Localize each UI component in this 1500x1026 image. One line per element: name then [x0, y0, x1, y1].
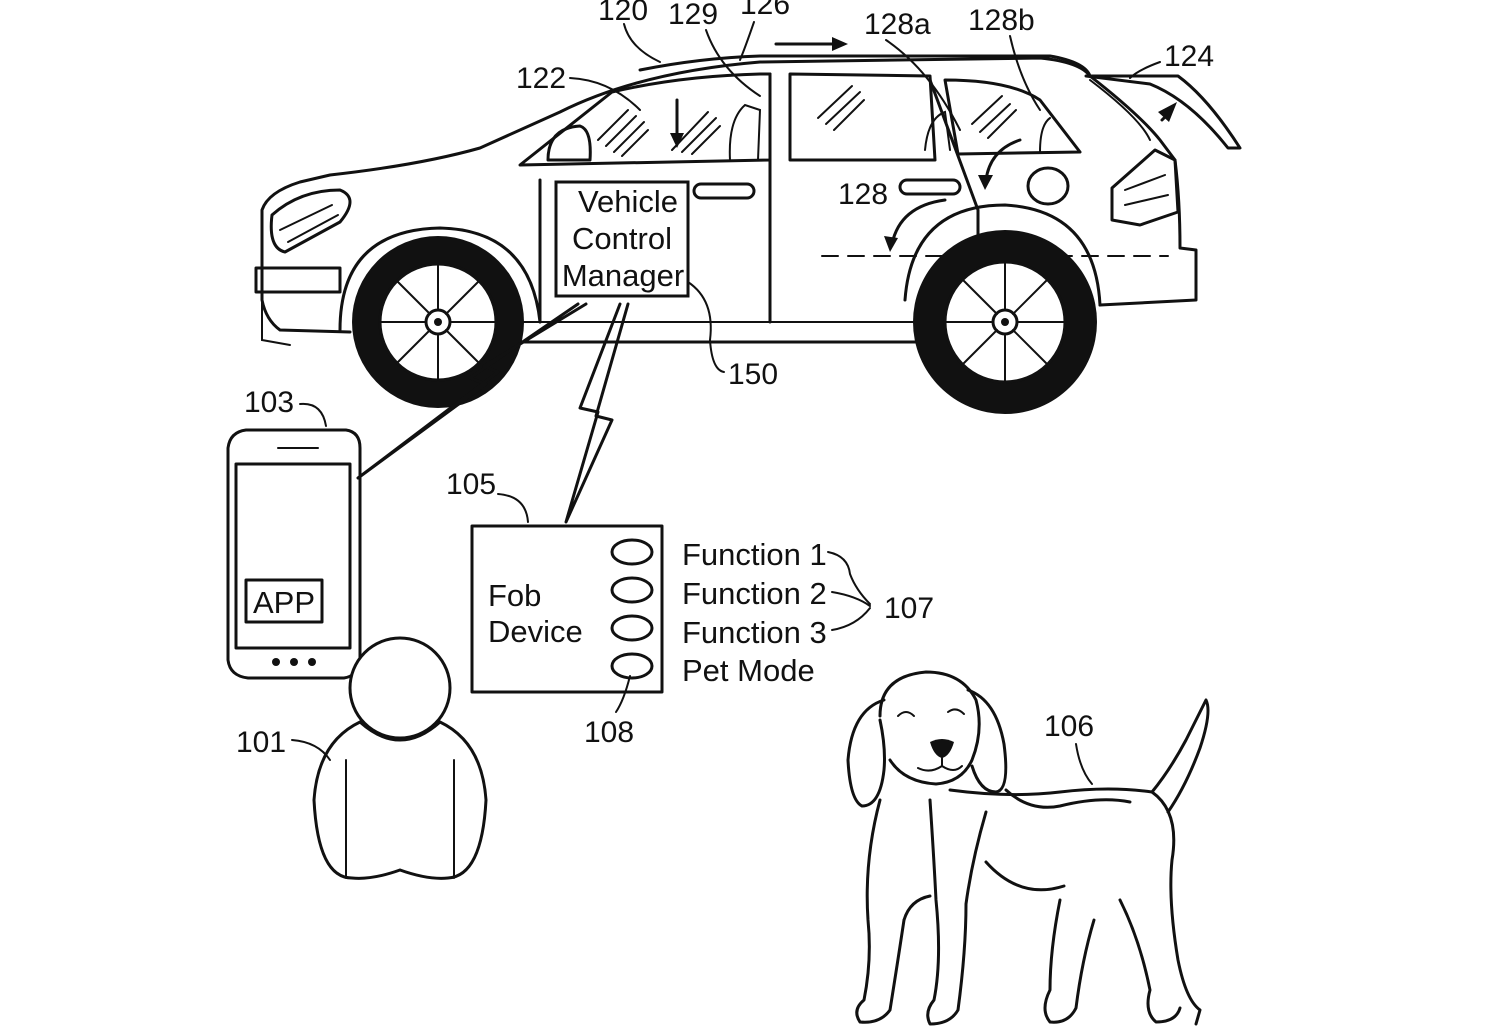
wireless-links	[356, 302, 630, 524]
label-105: 105	[446, 468, 496, 501]
label-128: 128	[838, 178, 888, 211]
fob-device: Fob Device	[470, 524, 664, 694]
app-box	[244, 578, 324, 624]
label-129: 129	[668, 0, 718, 31]
function-1-label: Function 1	[682, 537, 827, 572]
function-2-label: Function 2	[682, 576, 827, 611]
vcm-line2: Control	[572, 221, 672, 256]
label-124: 124	[1164, 40, 1214, 73]
label-128b: 128b	[968, 4, 1035, 37]
vcm-line1: Vehicle	[578, 184, 678, 219]
front-wheel	[352, 236, 524, 408]
label-126: 126	[740, 0, 790, 21]
label-101: 101	[236, 726, 286, 759]
vehicle-leader-lines	[569, 21, 1161, 373]
vehicle-control-manager-box: Vehicle Control Manager	[554, 180, 690, 298]
function-3-label: Function 3	[682, 615, 827, 650]
pet-mode-label: Pet Mode	[682, 653, 815, 688]
fob-button-pet-mode[interactable]	[610, 652, 654, 680]
dog-illustration	[846, 670, 1210, 1026]
fob-button-2[interactable]	[610, 576, 654, 604]
label-103: 103	[244, 386, 294, 419]
label-120: 120	[598, 0, 648, 27]
vcm-line3: Manager	[562, 258, 684, 293]
label-122: 122	[516, 62, 566, 95]
label-107: 107	[884, 592, 934, 625]
fob-button-1[interactable]	[610, 538, 654, 566]
label-108: 108	[584, 716, 634, 749]
smartphone: APP	[226, 428, 362, 680]
fob-line1: Fob	[488, 578, 541, 613]
fob-line2: Device	[488, 614, 583, 649]
rear-wheel	[913, 230, 1097, 414]
label-150: 150	[728, 358, 778, 391]
user-icon	[312, 636, 488, 880]
label-128a: 128a	[864, 8, 931, 41]
label-106: 106	[1044, 710, 1094, 743]
vehicle: Vehicle Control Manager	[254, 37, 1242, 414]
fob-button-3[interactable]	[610, 614, 654, 642]
app-label: APP	[253, 585, 315, 620]
